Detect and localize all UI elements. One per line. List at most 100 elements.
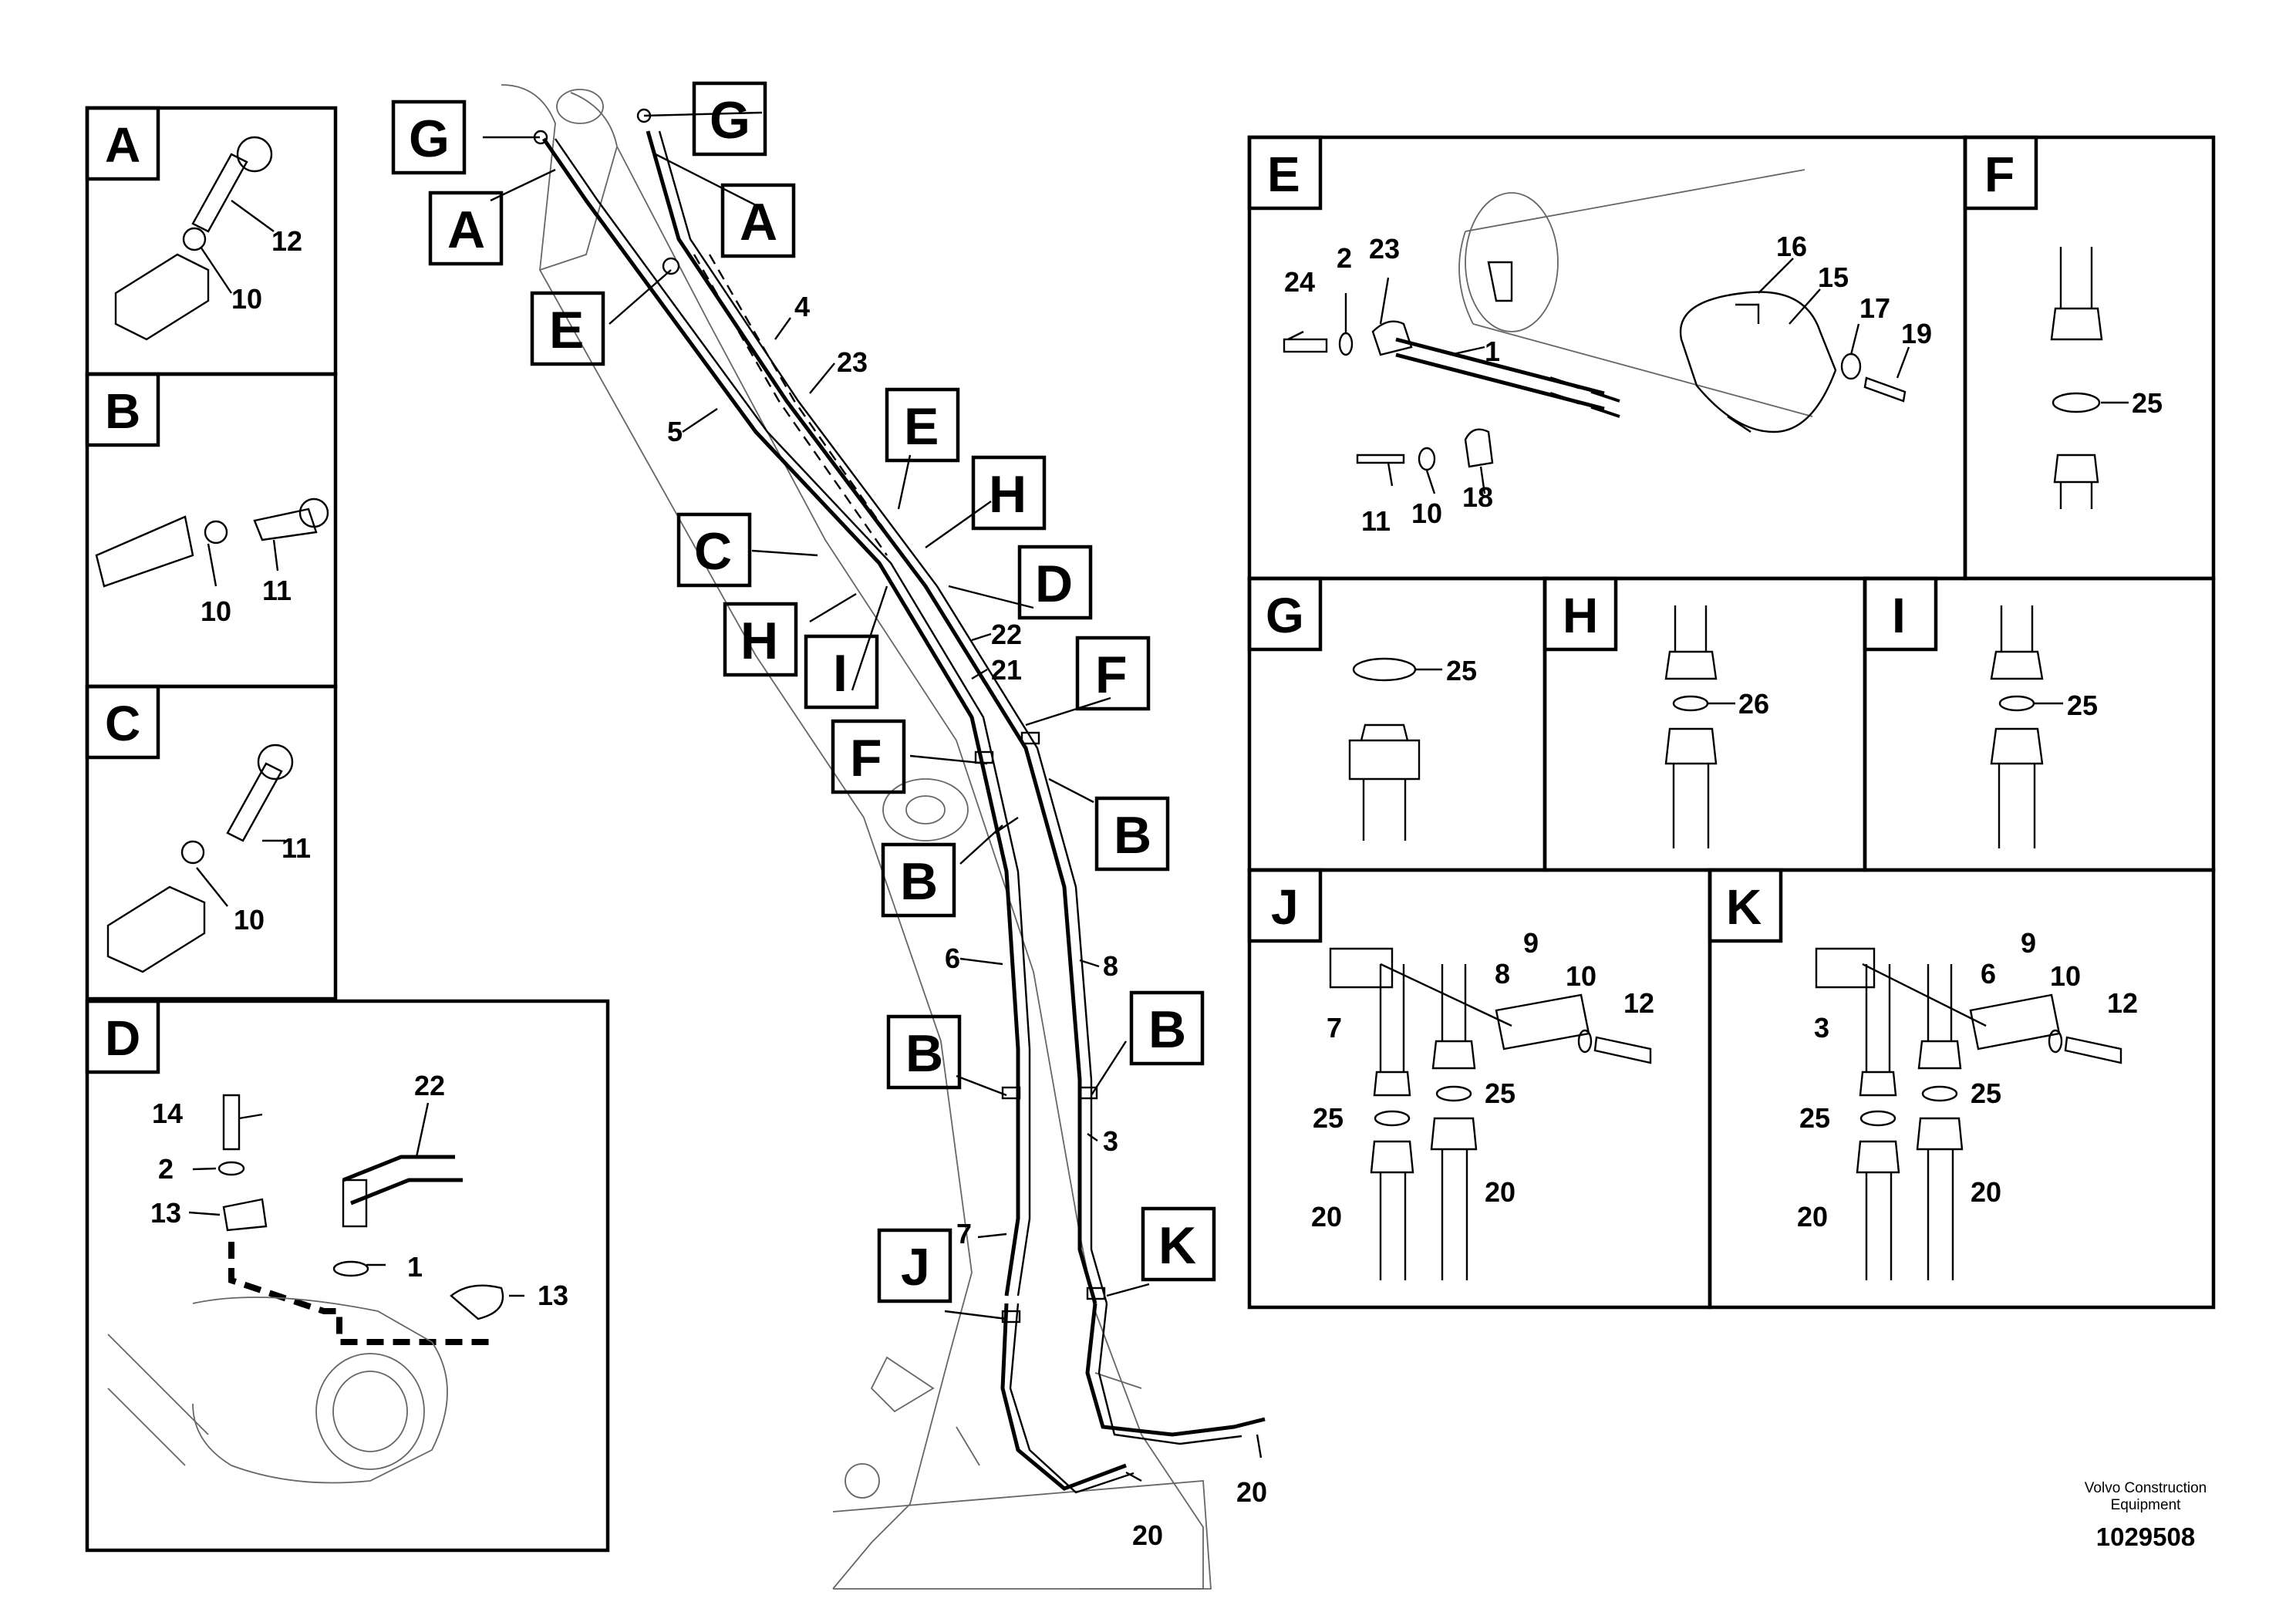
- main-callout-letters: G G A A E E H C D H I F F B B B B J K: [409, 91, 1196, 1297]
- part-number: 9: [2021, 927, 2036, 959]
- part-number: 4: [794, 291, 810, 322]
- detail-panel-k: [1708, 868, 2216, 1310]
- main-arm-assembly: [483, 84, 1266, 1590]
- main-callout-frames: [391, 81, 1216, 1303]
- part-number: 12: [271, 225, 302, 257]
- panel-g-letter: G: [1266, 588, 1304, 643]
- part-number: 10: [2050, 960, 2081, 992]
- callout-f: F: [850, 729, 882, 787]
- part-number: 25: [1799, 1102, 1830, 1134]
- panel-k-letter: K: [1726, 879, 1762, 935]
- callout-e: E: [549, 301, 584, 359]
- callout-e: E: [904, 397, 939, 456]
- part-number: 20: [1971, 1176, 2001, 1208]
- callout-g: G: [409, 110, 450, 168]
- part-number: 11: [1361, 505, 1391, 537]
- callout-a: A: [447, 201, 485, 259]
- part-number: 15: [1818, 261, 1849, 293]
- part-number: 25: [2132, 387, 2163, 419]
- part-number: 6: [1981, 958, 1996, 990]
- part-number: 12: [2107, 987, 2138, 1019]
- part-number: 8: [1103, 950, 1118, 982]
- panel-part-numbers: 12 10 10 11 11 10 22 14 2 13 1 13 24 2 2…: [150, 225, 2163, 1311]
- part-number: 11: [262, 575, 292, 606]
- panel-h-letter: H: [1563, 588, 1598, 643]
- part-number: 18: [1462, 481, 1493, 513]
- part-number: 10: [201, 595, 231, 627]
- panel-f-letter: F: [1984, 147, 2014, 202]
- callout-b: B: [905, 1024, 943, 1083]
- part-number: 17: [1859, 292, 1890, 324]
- callout-d: D: [1035, 555, 1073, 613]
- panel-i-letter: I: [1892, 588, 1906, 643]
- part-number: 25: [1971, 1077, 2001, 1109]
- document-info: Volvo Construction Equipment 1029508: [2085, 1480, 2207, 1551]
- callout-b: B: [900, 852, 938, 911]
- part-number: 12: [1623, 987, 1654, 1019]
- panel-a-letter: A: [105, 117, 140, 173]
- part-number: 14: [152, 1098, 183, 1129]
- callout-b: B: [1114, 806, 1151, 865]
- part-number: 20: [1236, 1476, 1267, 1508]
- part-number: 25: [1313, 1102, 1344, 1134]
- part-number: 22: [991, 619, 1022, 650]
- detail-panel-j: [1247, 868, 1712, 1310]
- detail-panel-e: [1247, 135, 1967, 581]
- credit-line-1: Volvo Construction: [2085, 1480, 2207, 1496]
- callout-i: I: [833, 644, 848, 703]
- part-number: 6: [945, 943, 960, 974]
- part-number: 3: [1814, 1012, 1829, 1044]
- part-number: 23: [837, 346, 868, 378]
- part-number: 2: [158, 1153, 174, 1185]
- part-number: 10: [1566, 960, 1596, 992]
- part-number: 20: [1485, 1176, 1515, 1208]
- callout-j: J: [901, 1238, 930, 1297]
- part-number: 19: [1901, 318, 1932, 349]
- callout-c: C: [694, 522, 732, 581]
- part-number: 26: [1738, 688, 1769, 720]
- part-number: 10: [231, 283, 262, 315]
- part-number: 7: [1327, 1012, 1342, 1044]
- part-number: 16: [1776, 231, 1807, 262]
- part-number: 25: [1485, 1077, 1515, 1109]
- part-number: 5: [667, 416, 683, 447]
- callout-h: H: [740, 612, 778, 670]
- part-number: 25: [1446, 655, 1477, 686]
- part-number: 22: [414, 1070, 445, 1101]
- panel-c-letter: C: [105, 696, 140, 751]
- part-number: 10: [1411, 497, 1442, 529]
- detail-panel-d: [85, 999, 610, 1553]
- part-number: 13: [150, 1197, 181, 1229]
- part-number: 20: [1797, 1201, 1828, 1233]
- panel-b-letter: B: [105, 383, 140, 439]
- part-number: 24: [1284, 266, 1315, 298]
- document-number: 1029508: [2096, 1523, 2195, 1551]
- part-number: 2: [1337, 242, 1352, 274]
- part-number: 11: [282, 832, 311, 864]
- part-number: 20: [1311, 1201, 1342, 1233]
- panel-d-letter: D: [105, 1010, 140, 1066]
- detail-panel-i: [1863, 576, 2216, 872]
- callout-h: H: [989, 465, 1027, 524]
- main-part-numbers: 4 23 5 22 21 6 8 3 7 20 20: [667, 291, 1267, 1551]
- part-number: 13: [538, 1280, 568, 1311]
- part-number: 10: [234, 904, 265, 936]
- part-number: 23: [1369, 233, 1400, 265]
- panel-letters: A B C D E F G H I J K: [105, 117, 2014, 1066]
- part-number: 20: [1132, 1519, 1163, 1551]
- detail-panel-f: [1963, 135, 2216, 581]
- credit-line-2: Equipment: [2111, 1497, 2182, 1513]
- callout-k: K: [1158, 1216, 1196, 1275]
- part-number: 3: [1103, 1125, 1118, 1157]
- part-number: 1: [407, 1251, 423, 1283]
- part-number: 7: [956, 1218, 972, 1249]
- callout-a: A: [740, 193, 777, 251]
- callout-f: F: [1095, 646, 1128, 704]
- part-number: 25: [2067, 690, 2098, 721]
- part-number: 21: [991, 654, 1022, 686]
- callout-g: G: [710, 91, 750, 150]
- part-number: 8: [1495, 958, 1510, 990]
- part-number: 1: [1485, 336, 1500, 367]
- detail-panel-c: [85, 684, 338, 1001]
